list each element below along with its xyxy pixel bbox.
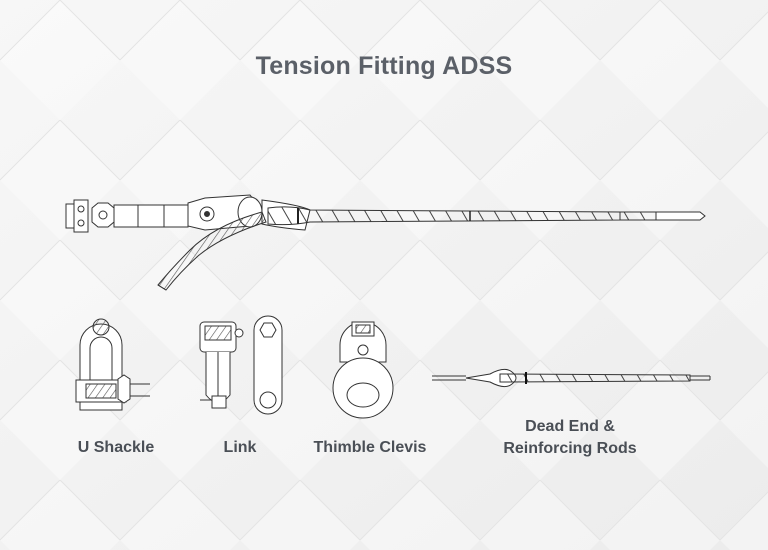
label-u-shackle: U Shackle bbox=[77, 439, 155, 456]
label-dead-end-line1: Dead End & bbox=[525, 418, 615, 435]
thimble-clevis-drawing bbox=[332, 321, 394, 419]
tension-assembly-drawing bbox=[65, 194, 706, 291]
label-dead-end-rods: Dead End & Reinforcing Rods bbox=[470, 416, 670, 460]
link-drawing bbox=[199, 315, 283, 415]
label-dead-end-line2: Reinforcing Rods bbox=[503, 440, 637, 457]
u-shackle-drawing bbox=[75, 318, 150, 411]
label-link: Link bbox=[223, 439, 257, 456]
dead-end-rods-drawing bbox=[432, 368, 711, 388]
label-thimble-clevis: Thimble Clevis bbox=[313, 439, 427, 456]
page-title: Tension Fitting ADSS bbox=[255, 52, 513, 80]
